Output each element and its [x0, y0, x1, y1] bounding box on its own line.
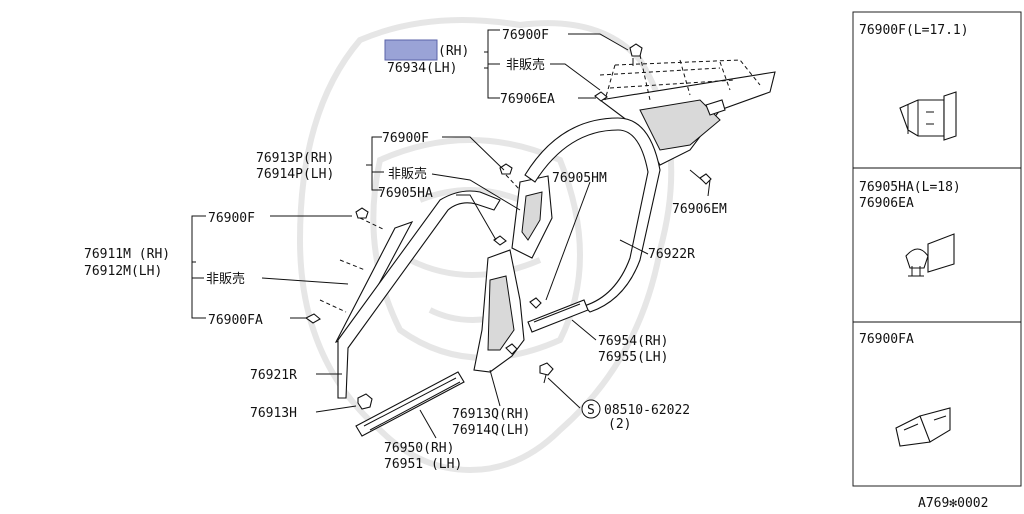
callout-76911m: 76911M (RH) [84, 247, 170, 262]
clip-76900f-drawing [899, 91, 957, 141]
redacted-part-number [384, 39, 438, 61]
leader-lines [191, 29, 711, 439]
header-trim-part [594, 43, 776, 185]
callout-76913h: 76913H [250, 406, 297, 421]
callout-not-for-sale-left: 非販売 [206, 271, 245, 287]
callout-labels: (RH) 76934(LH) 76900F 非販売 76906EA 76900F… [84, 28, 727, 472]
detail-panel-1-title: 76900F(L=17.1) [859, 23, 969, 38]
callout-76900fa: 76900FA [208, 313, 263, 328]
clip-76905ha-drawing [905, 233, 955, 277]
callout-not-for-sale-mid: 非販売 [388, 166, 427, 182]
detail-panel-3-title: 76900FA [859, 332, 914, 347]
callout-not-for-sale-top: 非販売 [506, 57, 545, 73]
figure-code: A769✻0002 [918, 496, 988, 510]
callout-76905hm: 76905HM [552, 171, 607, 186]
callout-76921r: 76921R [250, 368, 297, 383]
callout-76951: 76951 (LH) [384, 457, 462, 472]
clip-76900fa-drawing [895, 407, 951, 447]
callout-76950: 76950(RH) [384, 441, 454, 456]
callout-76905ha: 76905HA [378, 186, 433, 201]
front-kicking-plate [355, 371, 465, 437]
callout-76954: 76954(RH) [598, 334, 668, 349]
detail-panel-2-subtitle: 76906EA [859, 196, 914, 211]
callout-76913p: 76913P(RH) [256, 151, 334, 166]
callout-screw-code: 08510-62022 [604, 403, 690, 418]
callout-76906em: 76906EM [672, 202, 727, 217]
front-pillar-trim [304, 207, 414, 343]
callout-rh-upper: (RH) [438, 44, 469, 59]
callout-76913q: 76913Q(RH) [452, 407, 530, 422]
callout-76912m: 76912M(LH) [84, 264, 162, 279]
callout-76900f-top: 76900F [502, 28, 549, 43]
callout-screw-qty: (2) [608, 417, 631, 432]
callout-76900f-left: 76900F [208, 211, 255, 226]
detail-panel-2-title: 76905HA(L=18) [859, 180, 961, 195]
detail-panels: 76900F(L=17.1) 76905HA(L=18) 76906EA 769… [852, 11, 1022, 487]
callout-screw-symbol: S [587, 403, 595, 418]
callout-76914p: 76914P(LH) [256, 167, 334, 182]
screw-symbol-circle [581, 399, 601, 419]
front-weatherstrip [337, 190, 501, 399]
callout-76934: 76934(LH) [387, 61, 457, 76]
callout-76922r: 76922R [648, 247, 695, 262]
callout-76900f-mid: 76900F [382, 131, 429, 146]
callout-76955: 76955(LH) [598, 350, 668, 365]
callout-76914q: 76914Q(LH) [452, 423, 530, 438]
center-pillar-upper-trim [493, 163, 553, 259]
center-pillar-lower-trim [473, 249, 554, 384]
callout-76906ea: 76906EA [500, 92, 555, 107]
rear-kicking-plate [527, 299, 589, 333]
